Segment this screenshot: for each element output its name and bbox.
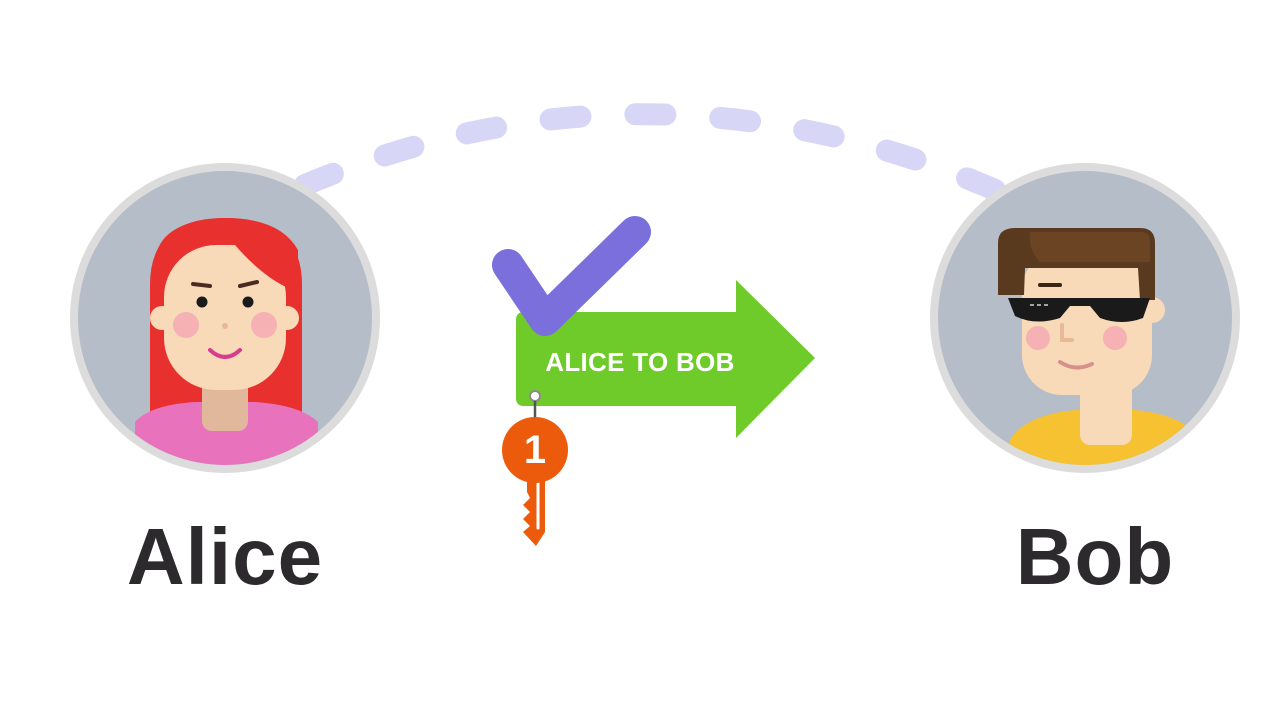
key-icon (502, 390, 568, 546)
alice-avatar (70, 163, 380, 473)
key-number-label: 1 (523, 428, 547, 472)
alice-right-eyebrow (238, 280, 259, 288)
bob-hair-highlight (1029, 232, 1150, 262)
verified-checkmark-icon (492, 216, 651, 336)
alice-left-cheek (173, 312, 199, 338)
bob-sunglasses (1008, 298, 1150, 322)
bob-name: Bob (1015, 512, 1175, 601)
bob-avatar (930, 163, 1240, 473)
alice-smile (208, 348, 242, 359)
key-ring-hole (529, 390, 541, 402)
alice-name: Alice (126, 512, 324, 601)
alice-left-eye (196, 296, 208, 308)
alice-right-cheek (251, 312, 277, 338)
message-label: ALICE TO BOB (545, 347, 735, 377)
alice-right-eye (242, 296, 254, 308)
alice-bangs (155, 218, 298, 292)
dashed-connection-arc (294, 103, 1011, 203)
bob-smile (1058, 360, 1094, 370)
alice-left-eyebrow (191, 282, 212, 288)
bob-nose (1060, 323, 1074, 342)
alice-nose (222, 323, 228, 329)
bob-right-cheek (1103, 326, 1127, 350)
message-arrow (516, 280, 815, 438)
bob-left-cheek (1026, 326, 1050, 350)
key-head (502, 417, 568, 483)
bob-face (1022, 250, 1152, 395)
